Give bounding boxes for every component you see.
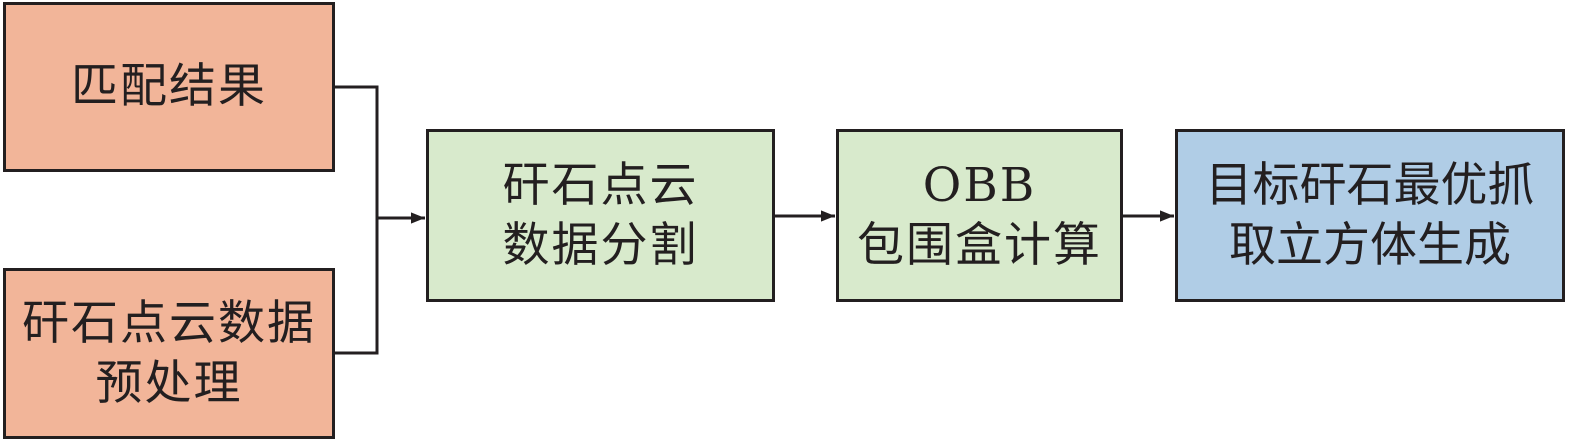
node-pointcloud-segmentation: 矸石点云 数据分割 [426, 129, 775, 302]
node-obb-computation-line-2: 包围盒计算 [857, 217, 1102, 273]
connector-match-to-join [335, 85, 379, 218]
node-pointcloud-segmentation-line-2: 数据分割 [502, 217, 699, 273]
node-pointcloud-preprocess-line-1: 矸石点云数据 [22, 295, 316, 351]
node-optimal-grasp-cube: 目标矸石最优抓 取立方体生成 [1175, 129, 1565, 302]
node-pointcloud-preprocess: 矸石点云数据 预处理 [3, 268, 335, 439]
node-pointcloud-segmentation-line-1: 矸石点云 [502, 157, 699, 213]
node-obb-computation: OBB 包围盒计算 [836, 129, 1123, 302]
node-optimal-grasp-cube-line-2: 取立方体生成 [1229, 217, 1511, 273]
node-optimal-grasp-cube-line-1: 目标矸石最优抓 [1205, 157, 1535, 213]
node-match-result: 匹配结果 [3, 2, 335, 172]
connector-preprocess-to-join [335, 218, 379, 355]
node-match-result-line-1: 匹配结果 [71, 59, 267, 114]
node-obb-computation-line-1: OBB [922, 157, 1037, 213]
node-pointcloud-preprocess-line-2: 预处理 [95, 355, 243, 411]
